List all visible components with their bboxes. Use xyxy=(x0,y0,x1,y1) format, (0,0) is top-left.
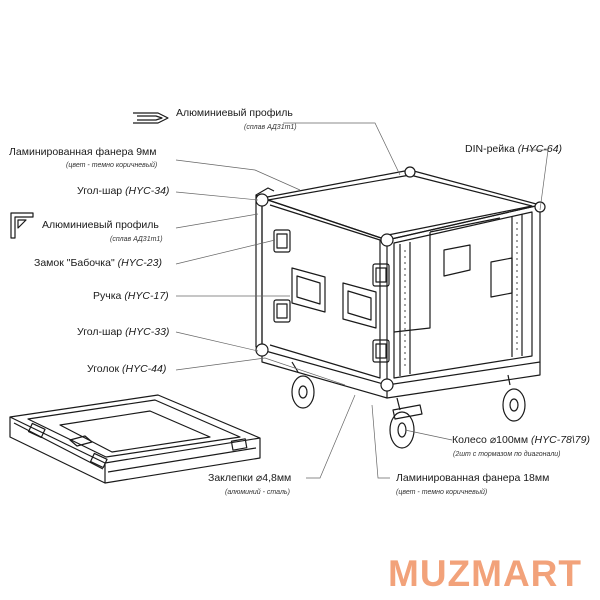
label-code: (HYC-44) xyxy=(122,363,167,375)
lid-frame xyxy=(9,394,261,484)
label-profile-mid: Алюминиевый профиль xyxy=(42,219,159,231)
label-text: Заклепки ⌀4,8мм xyxy=(208,472,292,484)
handles xyxy=(291,267,377,329)
profile-icon-top xyxy=(133,112,169,124)
label-wheel: Колесо ⌀100мм (HYC-78\79) xyxy=(452,434,590,446)
label-text: Замок "Бабочка" xyxy=(34,257,115,269)
label-code: (HYC-78\79) xyxy=(531,434,590,446)
label-text: Ручка xyxy=(93,290,122,302)
label-text: Ламинированная фанера 9мм xyxy=(9,146,157,158)
profile-icon-corner xyxy=(10,212,34,239)
label-text: Алюминиевый профиль xyxy=(176,107,293,119)
sub-rivets: (алюминий - сталь) xyxy=(225,489,290,496)
corner-balls xyxy=(255,166,546,392)
sub-profile-top: (сплав АД31т1) xyxy=(244,124,297,131)
case-body xyxy=(255,169,541,399)
label-handle: Ручка (HYC-17) xyxy=(93,290,169,302)
label-text: Ламинированная фанера 18мм xyxy=(396,472,550,484)
label-code: (HYC-64) xyxy=(517,143,563,155)
label-corner-ball-34: Угол-шар (HYC-34) xyxy=(77,185,169,197)
label-text: Уголок xyxy=(87,363,120,375)
butterfly-locks xyxy=(273,229,390,363)
label-code: (HYC-23) xyxy=(117,257,162,269)
sub-plywood-18: (цвет - темно коричневый) xyxy=(396,489,488,496)
wheels xyxy=(291,361,526,449)
label-din-rail: DIN-рейка (HYC-64) xyxy=(465,143,562,155)
label-text: Угол-шар xyxy=(77,326,123,338)
brand-watermark: MUZMART xyxy=(388,553,583,594)
leader-lines xyxy=(175,122,549,479)
label-lock: Замок "Бабочка" (HYC-23) xyxy=(34,257,162,269)
label-plywood-18: Ламинированная фанера 18мм xyxy=(396,472,549,484)
label-corner-44: Уголок (HYC-44) xyxy=(87,363,166,375)
label-text: DIN-рейка xyxy=(465,143,515,155)
label-text: Угол-шар xyxy=(77,185,123,197)
sub-plywood-9: (цвет - темно коричневый) xyxy=(66,162,158,169)
label-code: (HYC-34) xyxy=(125,185,170,197)
label-plywood-9: Ламинированная фанера 9мм xyxy=(9,146,157,158)
label-corner-ball-33: Угол-шар (HYC-33) xyxy=(77,326,169,338)
label-code: (HYC-33) xyxy=(125,326,170,338)
label-code: (HYC-17) xyxy=(124,290,169,302)
label-text: Колесо ⌀100мм xyxy=(452,434,529,446)
label-rivets: Заклепки ⌀4,8мм xyxy=(208,472,291,484)
sub-profile-mid: (сплав АД31т1) xyxy=(110,236,163,243)
sub-wheel: (2шт с тормазом по диагонали) xyxy=(453,451,561,458)
label-profile-top: Алюминиевый профиль xyxy=(176,107,293,119)
label-text: Алюминиевый профиль xyxy=(42,219,159,231)
